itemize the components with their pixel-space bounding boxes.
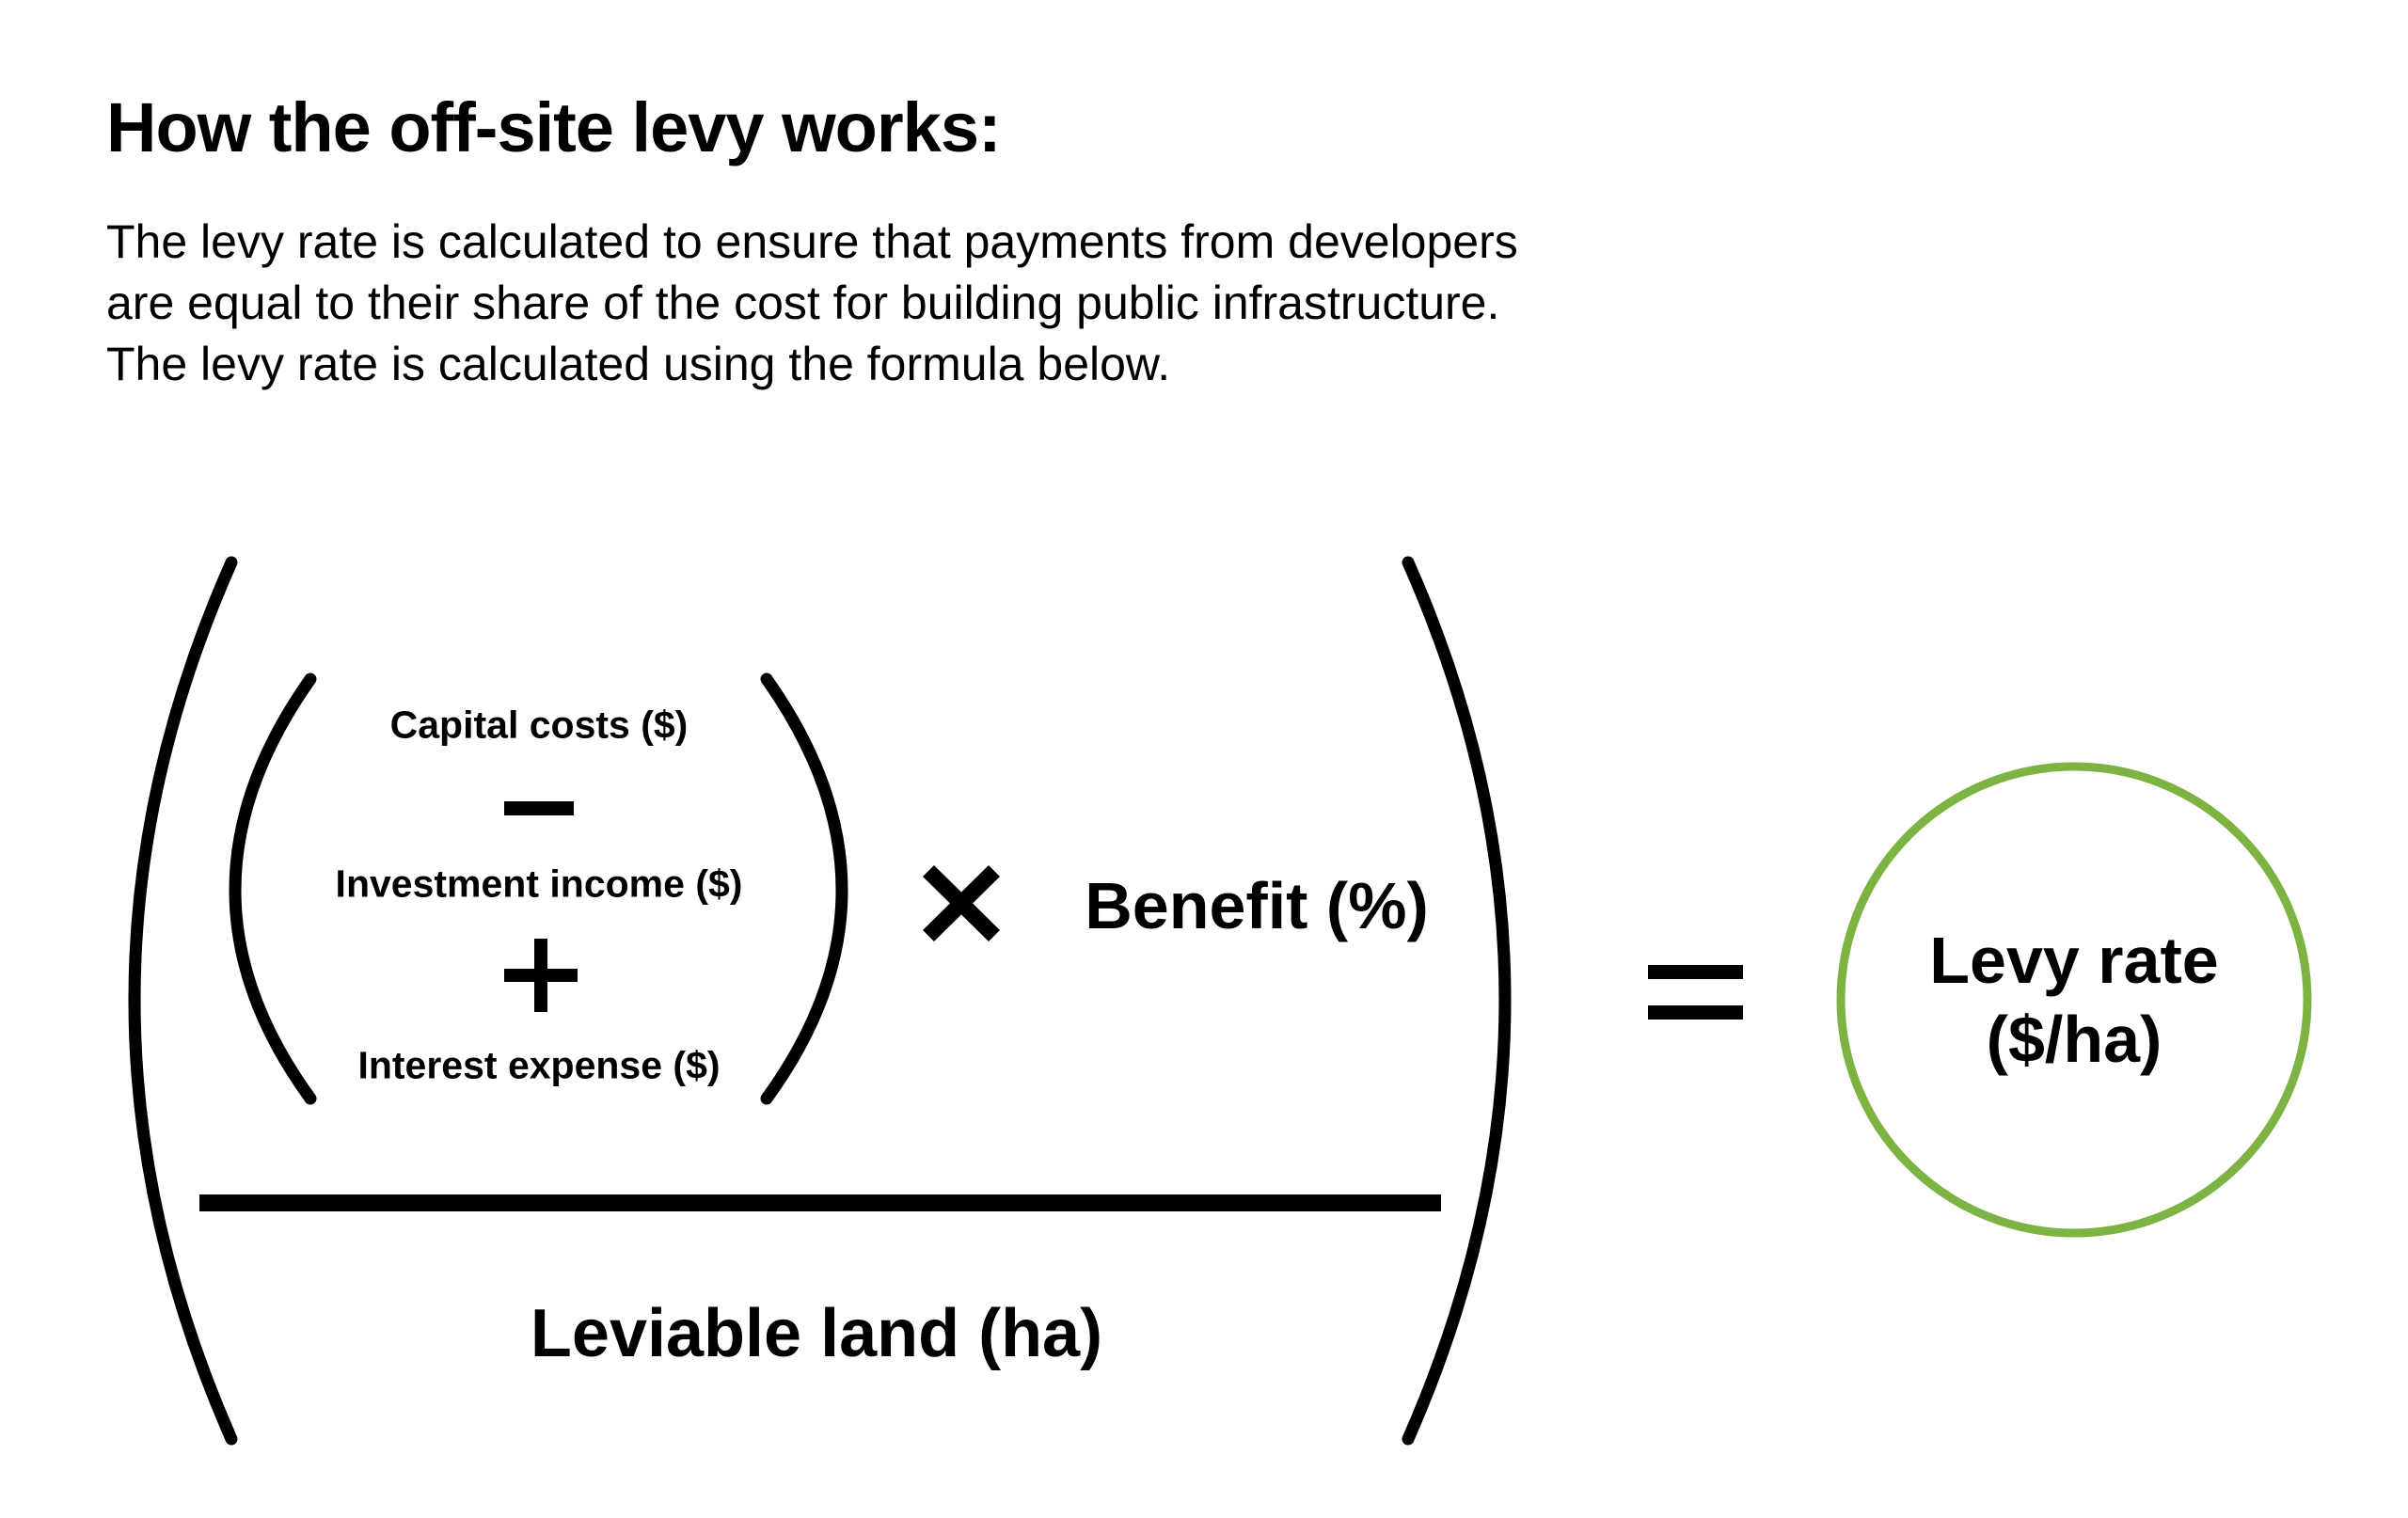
outer-left-parenthesis [128, 556, 238, 1446]
description-line: are equal to their share of the cost for… [106, 277, 1500, 329]
fraction-bar [199, 1194, 1441, 1211]
levy-rate-result: Levy rate ($/ha) [1929, 921, 2218, 1079]
description: The levy rate is calculated to ensure th… [106, 212, 1705, 395]
inner-left-parenthesis [229, 672, 317, 1105]
outer-right-parenthesis [1402, 556, 1512, 1446]
levy-rate-label: Levy rate [1929, 924, 2219, 997]
description-line: The levy rate is calculated to ensure th… [106, 215, 1518, 268]
minus-icon [504, 801, 574, 815]
plus-icon [504, 939, 578, 1012]
equals-icon [1648, 965, 1743, 1020]
leviable-land-label: Leviable land (ha) [530, 1296, 1103, 1371]
benefit-label: Benefit (%) [1085, 869, 1429, 942]
interest-expense-label: Interest expense ($) [357, 1043, 721, 1087]
multiply-icon [923, 864, 1000, 942]
inner-right-parenthesis [760, 672, 848, 1105]
result-circle [1836, 762, 2312, 1238]
capital-costs-label: Capital costs ($) [389, 703, 689, 747]
description-line: The levy rate is calculated using the fo… [106, 338, 1171, 390]
investment-income-label: Investment income ($) [335, 862, 743, 906]
page-title: How the off-site levy works: [106, 88, 1002, 166]
levy-rate-unit: ($/ha) [1986, 1003, 2162, 1076]
